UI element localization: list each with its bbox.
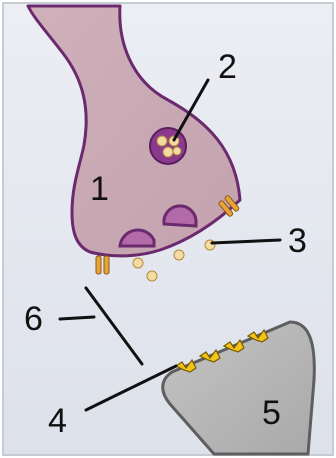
- label-3: 3: [288, 222, 307, 260]
- label-4: 4: [48, 402, 67, 440]
- leader-line-6: [60, 317, 94, 319]
- label-1: 1: [90, 170, 109, 208]
- synaptic-vesicle-cluster: [150, 128, 186, 164]
- label-6: 6: [24, 300, 43, 338]
- label-5: 5: [262, 394, 281, 432]
- label-2: 2: [218, 48, 237, 86]
